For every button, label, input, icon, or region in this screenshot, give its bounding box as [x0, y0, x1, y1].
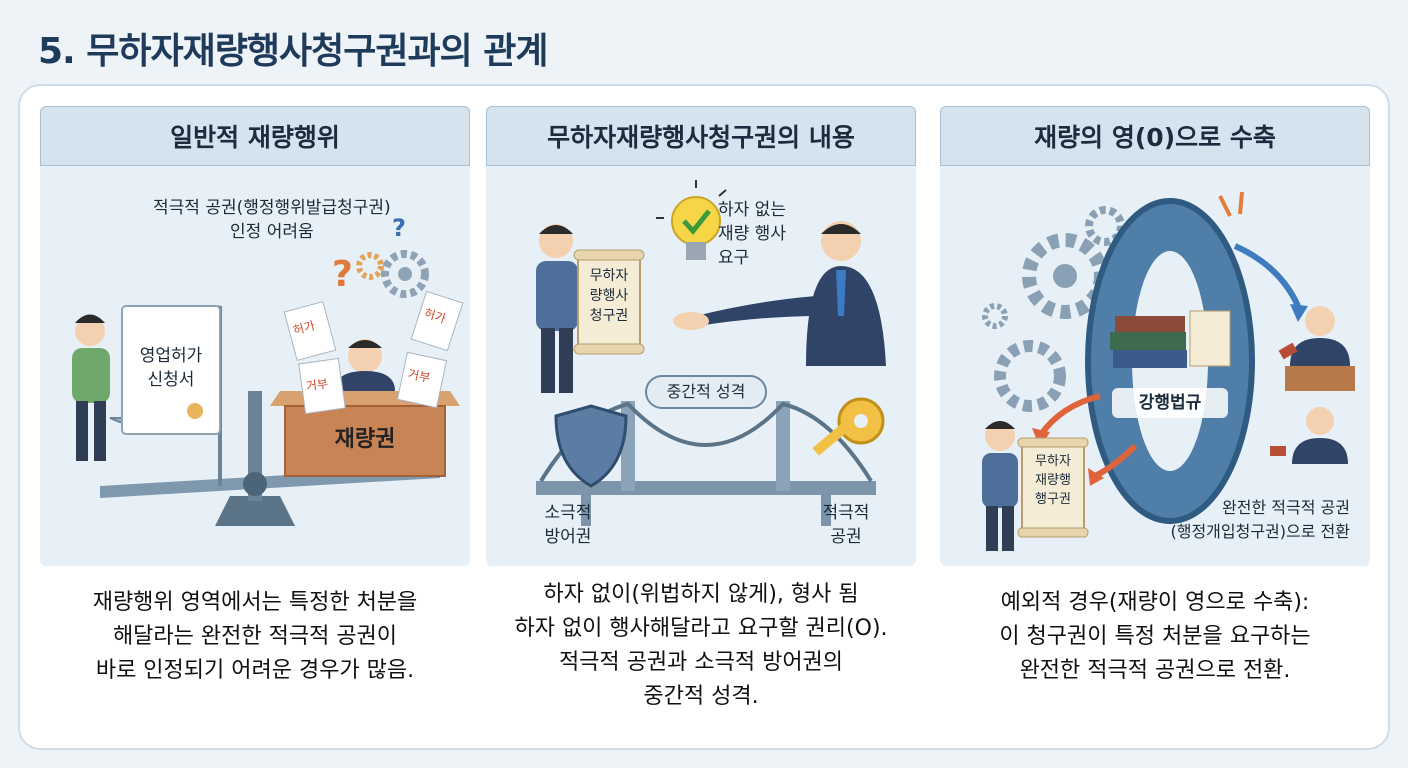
- positive-right-label: 적극적 공권: [822, 503, 870, 547]
- bridge-tag-pill: [645, 375, 767, 409]
- panel-illustration: 강행법규 무하자 재량행 행구권 완전한 적극적 공권 (행정개입청구권)으로 …: [940, 166, 1370, 566]
- paper-reject-label: 거부: [305, 376, 329, 394]
- arrow-icon: [1088, 468, 1104, 486]
- judge-person: [1270, 407, 1348, 464]
- discretion-label: 재량권: [334, 427, 396, 452]
- bulb-caption: 하자 없는 재량 행사 요구: [718, 200, 786, 268]
- panel-claim-content: 무하자재량행사청구권의 내용: [486, 106, 916, 566]
- key-icon: [812, 397, 885, 456]
- conversion-note: 완전한 적극적 공권 (행정개입청구권)으로 전환: [1170, 498, 1351, 541]
- official-person: [673, 221, 886, 366]
- scale-illustration: ? ?: [72, 214, 464, 526]
- mandatory-law-label: 강행법규: [1138, 393, 1202, 413]
- gear-icon: [356, 250, 429, 298]
- panel-reduction-to-zero: 재량의 영(0)으로 수축: [940, 106, 1370, 566]
- scroll-label: 무하자 량행사 청구권: [589, 268, 629, 324]
- claimant-person: [536, 224, 578, 393]
- law-books-icon: [1110, 310, 1231, 368]
- negative-defense-label: 소극적 방어권: [544, 503, 592, 547]
- judge-person: [1278, 306, 1355, 391]
- positive-right-note: 적극적 공권(행정행위발급청구권) 인정 어려움: [153, 198, 391, 242]
- application-document: [121, 305, 221, 435]
- question-mark-icon: ?: [392, 214, 406, 242]
- bridge-illustration: [536, 180, 886, 526]
- law-label-backdrop: [1112, 388, 1228, 418]
- bridge-tag: 중간적 성격: [666, 382, 746, 401]
- panel-general-discretion: 일반적 재량행위: [40, 106, 470, 566]
- arrow-icon: [1290, 304, 1308, 322]
- panel-description: 재량행위 영역에서는 특정한 처분을 해달라는 완전한 적극적 공권이 바로 인…: [92, 590, 418, 683]
- floating-papers: [283, 290, 464, 415]
- panel-header: 재량의 영(0)으로 수축: [940, 106, 1370, 166]
- panel-description: 하자 없이(위법하지 않게), 형사 됨 하자 없이 행사해달라고 요구할 권리…: [514, 582, 888, 709]
- panel-illustration: ? ? 적극적 공권(행정행위발급청구권) 인정 어려움 영업허가 신청서 재량…: [40, 166, 470, 566]
- zero-illustration: [982, 191, 1355, 551]
- panel-header: 일반적 재량행위: [40, 106, 470, 166]
- claim-scroll: [573, 249, 645, 355]
- question-mark-icon: ?: [332, 254, 353, 295]
- shield-icon: [554, 404, 628, 488]
- lightbulb-icon: [656, 180, 727, 260]
- claimant-person: [982, 421, 1089, 551]
- content-card: 일반적 재량행위: [18, 84, 1390, 750]
- scroll-label: 무하자 재량행 행구권: [1035, 454, 1071, 507]
- page-title: 5. 무하자재량행사청구권과의 관계: [38, 31, 548, 72]
- application-label: 영업허가 신청서: [139, 346, 203, 390]
- panel-header: 무하자재량행사청구권의 내용: [486, 106, 916, 166]
- panel-description: 예외적 경우(재량이 영으로 수축): 이 청구권이 특정 처분을 요구하는 완…: [999, 590, 1311, 683]
- panel-illustration: 무하자 량행사 청구권 하자 없는 재량 행사 요구 중간적 성격 소극적 방어…: [486, 166, 916, 566]
- applicant-person: [72, 314, 110, 461]
